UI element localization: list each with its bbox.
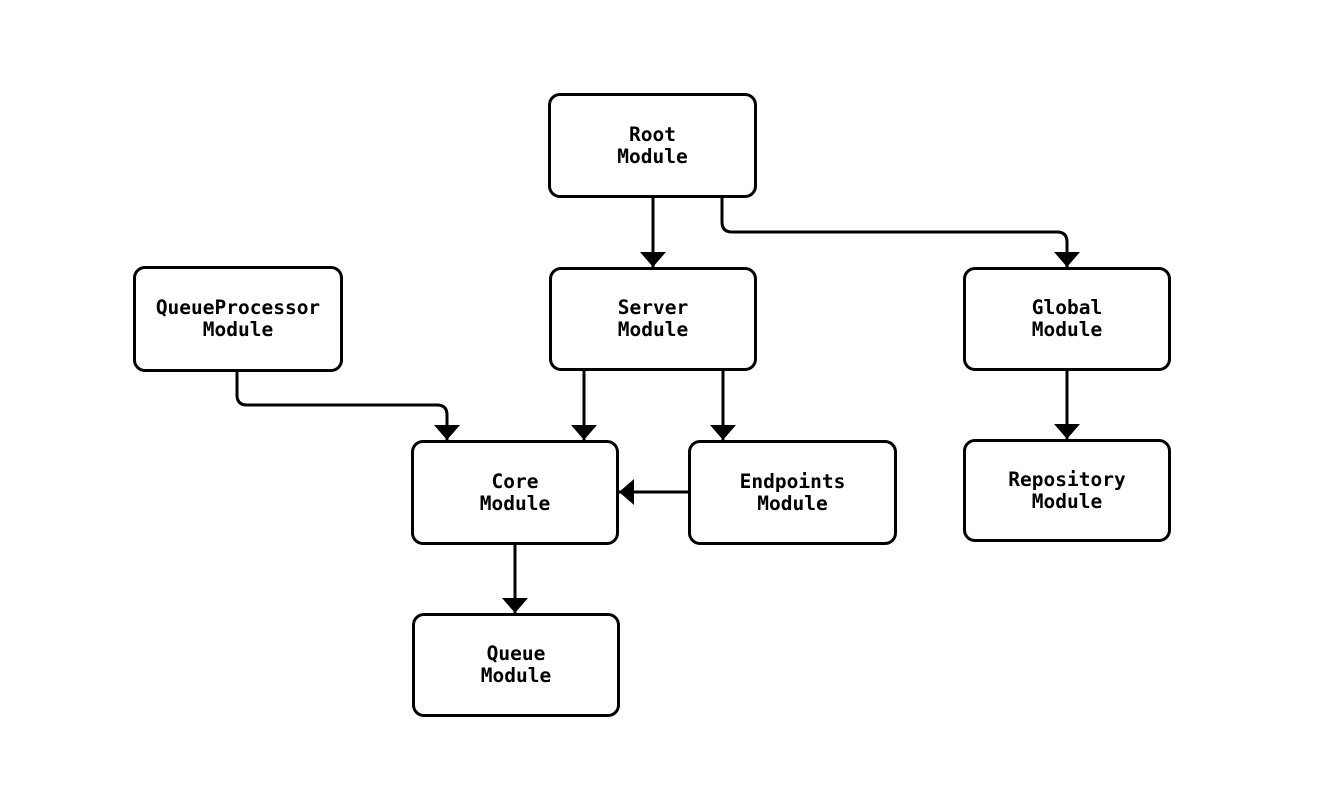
node-label: Root Module — [617, 122, 688, 168]
node-label: Queue Module — [480, 642, 552, 687]
edge-queueprocessor-to-core — [235, 372, 460, 440]
node-label: Server Module — [617, 296, 689, 341]
node-queueprocessor-module: QueueProcessor Module — [133, 266, 343, 372]
node-queue-module: Queue Module — [412, 613, 620, 717]
node-server-module: Server Module — [549, 267, 757, 371]
node-label: QueueProcessor Module — [155, 296, 321, 341]
edges-group — [235, 198, 1080, 613]
node-global-module: Global Module — [963, 267, 1171, 371]
node-label: Endpoints Module — [739, 469, 846, 515]
node-label: Global Module — [1031, 296, 1103, 341]
edge-root-to-global — [720, 198, 1080, 267]
node-repository-module: Repository Module — [963, 439, 1171, 542]
node-label: Core Module — [479, 469, 551, 515]
node-label: Repository Module — [1008, 467, 1126, 513]
node-root-module: Root Module — [548, 93, 757, 198]
node-endpoints-module: Endpoints Module — [688, 440, 897, 545]
node-core-module: Core Module — [411, 440, 619, 545]
